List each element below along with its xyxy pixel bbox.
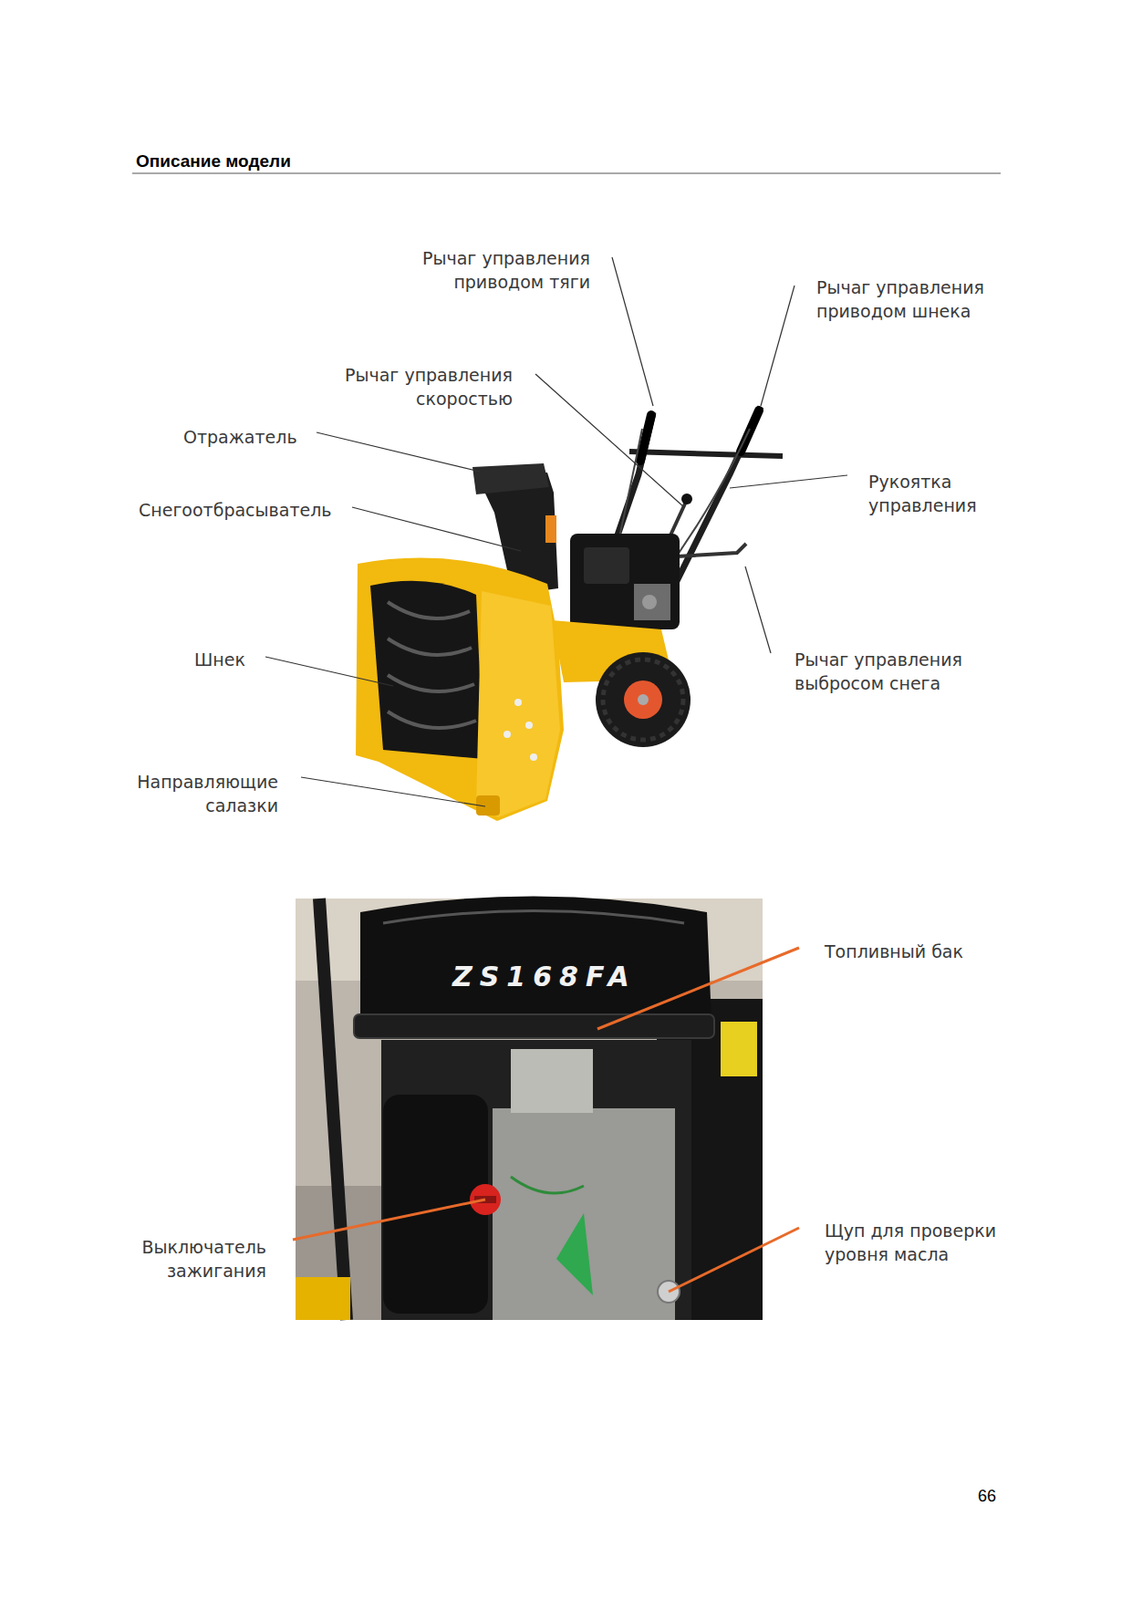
- part-label: Шнек: [194, 647, 246, 672]
- engine-photo: [292, 896, 800, 1321]
- part-label: Щуп для проверки уровня масла: [824, 1218, 1035, 1267]
- part-label: Рычаг управления выбросом снега: [794, 647, 1005, 696]
- part-label: Рукоятка управления: [868, 469, 997, 518]
- part-label: Выключатель зажигания: [120, 1235, 267, 1283]
- part-label: Рычаг управления приводом тяги: [380, 246, 591, 294]
- part-label: Рычаг управления приводом шнека: [816, 275, 1027, 323]
- page-title: Описание модели: [135, 151, 291, 172]
- title-rule: [132, 172, 1001, 174]
- engine-model-mark: ZS168FA: [452, 961, 637, 993]
- part-label: Отражатель: [183, 425, 298, 449]
- page-number: 66: [977, 1486, 997, 1506]
- part-label: Направляющие салазки: [123, 769, 279, 818]
- part-label: Рычаг управления скоростью: [302, 363, 513, 411]
- snowblower-drawing: [265, 257, 848, 821]
- part-label: Снегоотбрасыватель: [138, 498, 333, 522]
- part-label: Топливный бак: [824, 939, 964, 964]
